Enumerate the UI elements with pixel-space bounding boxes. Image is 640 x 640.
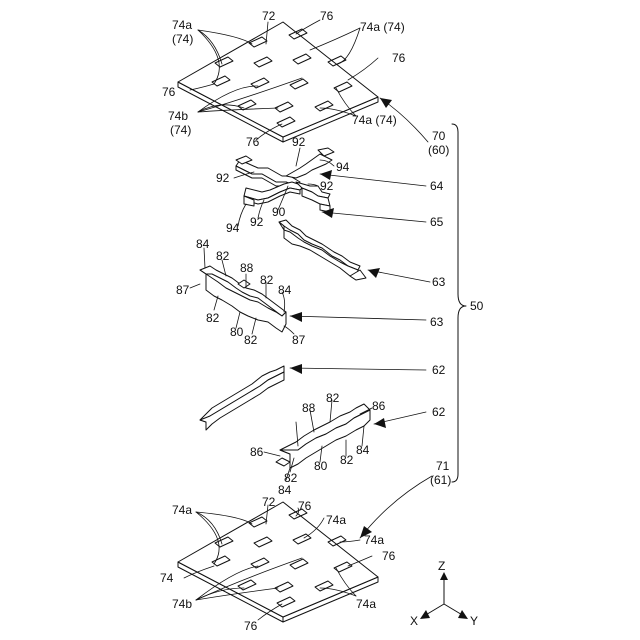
label-84: 84 [278,483,292,497]
label-82: 82 [206,311,220,325]
label-92: 92 [292,135,306,149]
label-90: 90 [272,205,286,219]
label-80: 80 [314,459,328,473]
label-94: 94 [226,221,240,235]
label-61: (61) [430,473,451,487]
label-74a-74: 74a (74) [360,20,405,34]
bar-62-upper [200,366,284,430]
axis-label-z: Z [438,559,445,573]
label-84: 84 [196,237,210,251]
label-82: 82 [340,453,354,467]
axis-indicator [420,572,468,619]
label-62: 62 [432,405,446,419]
label-60: (60) [428,143,449,157]
label-64: 64 [430,179,444,193]
label-76: 76 [162,85,176,99]
label-76: 76 [246,135,260,149]
label-63: 63 [432,275,446,289]
label-71: 71 [436,459,450,473]
label-72: 72 [262,9,276,23]
label-88: 88 [302,401,316,415]
label-86: 86 [250,445,264,459]
label-74: (74) [172,32,193,46]
label-86: 86 [372,399,386,413]
label-50: 50 [470,299,484,313]
label-82: 82 [216,249,230,263]
label-74: (74) [170,123,191,137]
label-76: 76 [298,499,312,513]
axis-label-x: X [410,614,418,628]
label-74a: 74a [172,503,192,517]
label-92: 92 [250,215,264,229]
label-92: 92 [320,179,334,193]
label-76: 76 [392,51,406,65]
label-74a: 74a [356,597,376,611]
bar-63-upper [279,220,366,280]
label-94: 94 [336,160,350,174]
label-70: 70 [432,129,446,143]
label-62: 62 [432,363,446,377]
label-74a: 74a [172,18,192,32]
label-65: 65 [430,215,444,229]
label-74a: 74a [326,513,346,527]
label-92: 92 [216,171,230,185]
label-76: 76 [244,619,258,633]
label-87: 87 [292,333,306,347]
brace-50 [452,124,466,482]
label-82: 82 [244,333,258,347]
label-72: 72 [262,495,276,509]
label-74a: 74a [364,533,384,547]
label-82: 82 [260,273,274,287]
axis-label-y: Y [470,614,478,628]
label-74b: 74b [172,597,192,611]
label-76: 76 [382,549,396,563]
label-74: 74 [160,571,174,585]
label-74a-74: 74a (74) [352,113,397,127]
label-84: 84 [356,443,370,457]
label-63: 63 [430,315,444,329]
label-74b: 74b [168,109,188,123]
label-80: 80 [230,325,244,339]
label-82: 82 [326,391,340,405]
label-76: 76 [320,9,334,23]
label-88: 88 [240,261,254,275]
label-87: 87 [176,283,190,297]
label-84: 84 [278,283,292,297]
